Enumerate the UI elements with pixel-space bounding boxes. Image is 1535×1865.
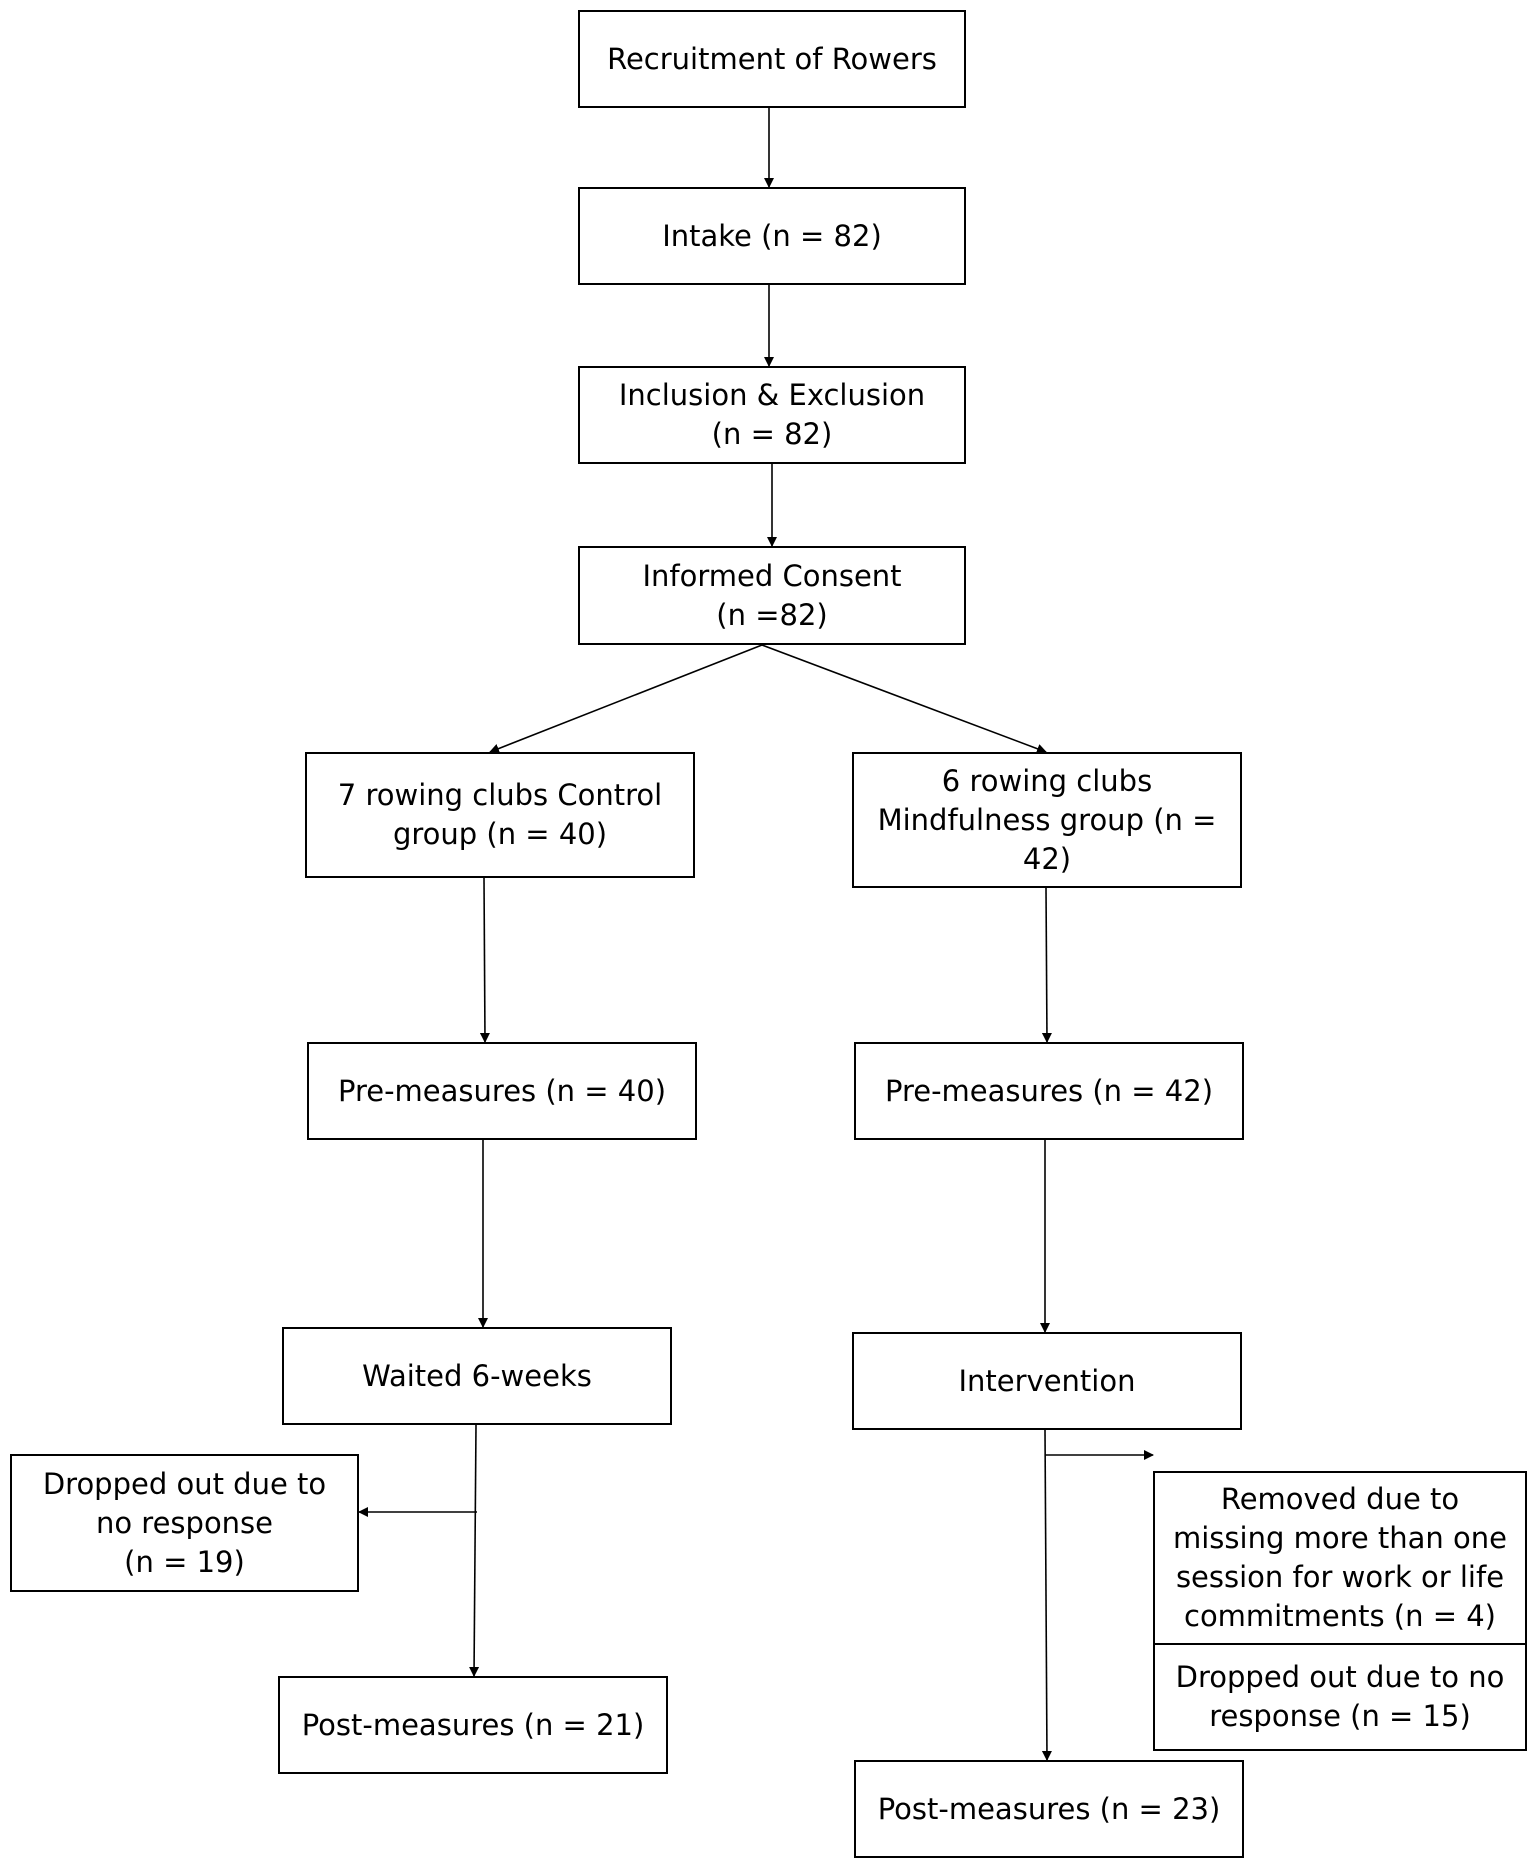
mindfulness-group-box: 6 rowing clubs Mindfulness group (n = 42… [852, 752, 1242, 888]
removed-line3: session for work or life [1175, 1560, 1505, 1594]
mindfulness-dropout-line1: Dropped out due to no [1175, 1660, 1505, 1694]
control-wait-label: Waited 6-weeks [362, 1358, 592, 1393]
control-dropout-line2: no response [95, 1505, 274, 1540]
consent-label-line2: (n =82) [716, 597, 828, 632]
arrow-mindfulness-to-pre [1041, 887, 1052, 1043]
arrow-control-to-pre [479, 877, 490, 1043]
control-dropout-box: Dropped out due to no response (n = 19) [10, 1454, 359, 1592]
recruitment-label: Recruitment of Rowers [607, 41, 937, 76]
control-group-box: 7 rowing clubs Control group (n = 40) [305, 752, 695, 878]
mindfulness-dropout-line2: response (n = 15) [1209, 1699, 1471, 1733]
control-wait-box: Waited 6-weeks [282, 1327, 672, 1425]
informed-consent-box: Informed Consent (n =82) [578, 546, 966, 645]
control-group-line1: 7 rowing clubs Control [337, 778, 663, 812]
arrow-intervention-to-post [1041, 1429, 1052, 1761]
recruitment-box: Recruitment of Rowers [578, 10, 966, 108]
removed-line2: missing more than one [1172, 1521, 1507, 1555]
intervention-label: Intervention [958, 1363, 1136, 1398]
consent-label-line1: Informed Consent [642, 558, 902, 593]
intervention-box: Intervention [852, 1332, 1242, 1430]
control-post-measures-label: Post-measures (n = 21) [301, 1707, 645, 1742]
control-pre-measures-box: Pre-measures (n = 40) [307, 1042, 697, 1140]
control-pre-measures-label: Pre-measures (n = 40) [337, 1073, 667, 1108]
mindfulness-group-line1: 6 rowing clubs [941, 763, 1153, 798]
control-dropout-line1: Dropped out due to [42, 1466, 327, 1501]
mindfulness-group-line3: 42) [1022, 841, 1072, 876]
removed-line4: commitments (n = 4) [1184, 1599, 1496, 1633]
inclusion-label-line2: (n = 82) [711, 417, 833, 451]
mindfulness-post-measures-label: Post-measures (n = 23) [877, 1791, 1221, 1826]
inclusion-label-line1: Inclusion & Exclusion [618, 378, 926, 412]
intake-label: Intake (n = 82) [662, 218, 882, 253]
control-post-measures-box: Post-measures (n = 21) [278, 1676, 668, 1774]
arrow-consent-to-control [489, 644, 763, 754]
removed-line1: Removed due to [1220, 1482, 1460, 1516]
arrow-wait-to-post [469, 1424, 480, 1677]
mindfulness-pre-measures-label: Pre-measures (n = 42) [884, 1073, 1214, 1108]
intake-box: Intake (n = 82) [578, 187, 966, 285]
mindfulness-group-line2: Mindfulness group (n = [877, 802, 1217, 837]
mindfulness-dropout-box: Dropped out due to no response (n = 15) [1153, 1643, 1527, 1751]
mindfulness-post-measures-box: Post-measures (n = 23) [854, 1760, 1244, 1858]
inclusion-exclusion-box: Inclusion & Exclusion (n = 82) [578, 366, 966, 464]
mindfulness-removed-box: Removed due to missing more than one ses… [1153, 1471, 1527, 1645]
control-dropout-line3: (n = 19) [124, 1544, 245, 1579]
mindfulness-pre-measures-box: Pre-measures (n = 42) [854, 1042, 1244, 1140]
control-group-line2: group (n = 40) [392, 817, 608, 851]
arrow-consent-to-mindfulness [761, 644, 1047, 754]
